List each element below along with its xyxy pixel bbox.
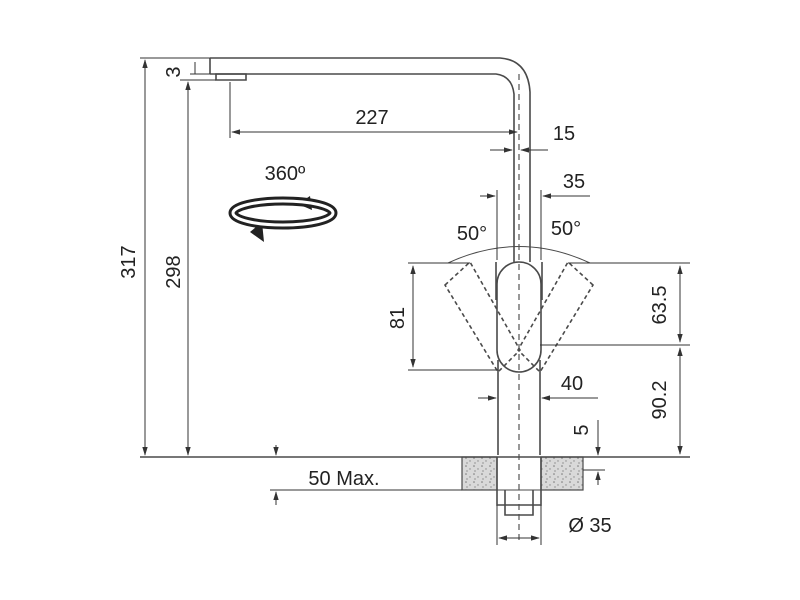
spout-thickness-label: 3 — [163, 66, 185, 77]
dimension-lines — [140, 57, 690, 545]
max-thickness-label: 50 Max. — [308, 468, 379, 490]
total-height-label: 317 — [118, 245, 140, 278]
body-width-label: 40 — [561, 373, 583, 395]
angle-right-label: 50° — [551, 218, 581, 240]
handle-top-label: 63.5 — [649, 286, 671, 325]
faucet-outline — [209, 57, 543, 455]
spout-reach-label: 227 — [355, 107, 388, 129]
rotate-360-icon — [228, 196, 338, 242]
angle-left-label: 50° — [457, 223, 487, 245]
countertop — [140, 456, 690, 516]
handle-width-label: 35 — [563, 171, 585, 193]
handle-height-label: 81 — [387, 307, 409, 329]
handle-base-height-label: 90.2 — [649, 381, 671, 420]
spout-width-label: 15 — [553, 123, 575, 145]
spout-height-label: 298 — [163, 255, 185, 288]
base-offset-label: 5 — [571, 424, 593, 435]
rotation-label: 360º — [265, 163, 306, 185]
hole-diameter-label: Ø 35 — [568, 515, 611, 537]
